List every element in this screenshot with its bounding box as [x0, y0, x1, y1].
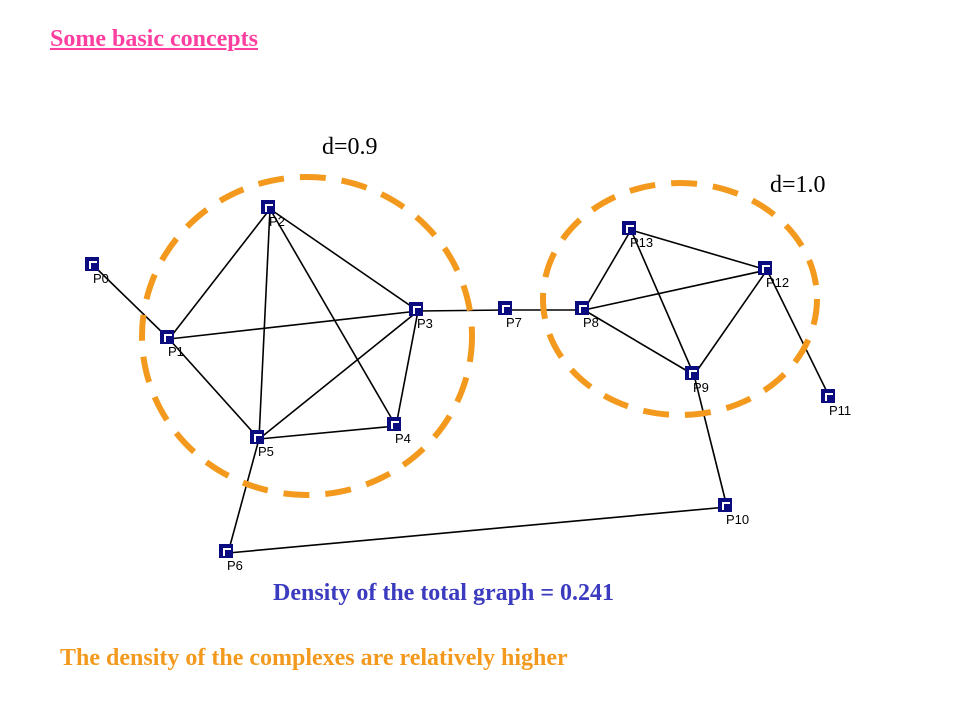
edge-p4-p5 — [258, 425, 397, 440]
node-p10: P10 — [718, 498, 749, 527]
node-marker-core — [724, 504, 730, 510]
edge-p13-p9 — [630, 229, 695, 376]
node-p11: P11 — [821, 389, 851, 418]
edge-p12-p11 — [766, 269, 831, 399]
edge-p3-p5 — [258, 310, 419, 440]
node-p7: P7 — [498, 301, 522, 330]
complex-circle-right — [540, 180, 820, 418]
node-label: P3 — [417, 316, 433, 331]
edge-p8-p9 — [583, 309, 695, 376]
node-p3: P3 — [409, 302, 433, 331]
node-label: P5 — [258, 444, 274, 459]
node-marker-core — [166, 336, 172, 342]
node-p9: P9 — [685, 366, 709, 395]
edge-p2-p5 — [258, 208, 271, 440]
caption-text: The density of the complexes are relativ… — [60, 645, 568, 671]
node-label: P7 — [506, 315, 522, 330]
node-marker-core — [827, 395, 833, 401]
node-p1: P1 — [160, 330, 184, 359]
edge-p8-p12 — [583, 269, 768, 311]
node-p8: P8 — [575, 301, 599, 330]
node-label: P10 — [726, 512, 749, 527]
node-label: P6 — [227, 558, 243, 573]
node-p5: P5 — [250, 430, 274, 459]
edge-p1-p2 — [168, 208, 271, 340]
edge-p1-p5 — [168, 338, 260, 440]
complex-label-right: d=1.0 — [770, 172, 826, 198]
node-label: P2 — [269, 214, 285, 229]
node-label: P0 — [93, 271, 109, 286]
slide-title: Some basic concepts — [50, 26, 258, 52]
edges-layer — [93, 208, 831, 554]
node-p6: P6 — [219, 544, 243, 573]
node-marker-core — [691, 372, 697, 378]
node-p13: P13 — [622, 221, 653, 250]
node-label: P4 — [395, 431, 411, 446]
node-label: P8 — [583, 315, 599, 330]
node-p0: P0 — [85, 257, 109, 286]
density-total-text: Density of the total graph = 0.241 — [273, 580, 614, 606]
node-p2: P2 — [261, 200, 285, 229]
node-label: P1 — [168, 344, 184, 359]
node-label: P12 — [766, 275, 789, 290]
node-p4: P4 — [387, 417, 411, 446]
edge-p12-p9 — [693, 269, 768, 376]
edge-p6-p10 — [227, 506, 728, 554]
edge-p3-p7 — [417, 309, 508, 312]
node-marker-core — [225, 550, 231, 556]
node-marker-core — [91, 263, 97, 269]
complex-label-left: d=0.9 — [322, 134, 378, 160]
edge-p13-p12 — [630, 229, 768, 271]
edge-p2-p4 — [269, 208, 397, 427]
edge-p9-p10 — [693, 374, 728, 508]
node-label: P11 — [829, 403, 851, 418]
node-p12: P12 — [758, 261, 789, 290]
node-marker-core — [628, 227, 634, 233]
node-marker-core — [504, 307, 510, 313]
edge-p1-p3 — [168, 310, 419, 340]
complex-circles-layer — [139, 174, 820, 498]
node-marker-core — [581, 307, 587, 313]
node-marker-core — [415, 308, 421, 314]
node-marker-core — [764, 267, 770, 273]
edge-p5-p6 — [227, 438, 260, 554]
node-marker-core — [393, 423, 399, 429]
edge-p3-p4 — [395, 310, 419, 427]
edge-p8-p13 — [583, 229, 632, 311]
complex-circle-left — [139, 174, 475, 498]
node-label: P9 — [693, 380, 709, 395]
edge-p0-p1 — [93, 265, 170, 340]
node-label: P13 — [630, 235, 653, 250]
node-marker-core — [267, 206, 273, 212]
node-marker-core — [256, 436, 262, 442]
edge-p2-p3 — [269, 208, 419, 312]
